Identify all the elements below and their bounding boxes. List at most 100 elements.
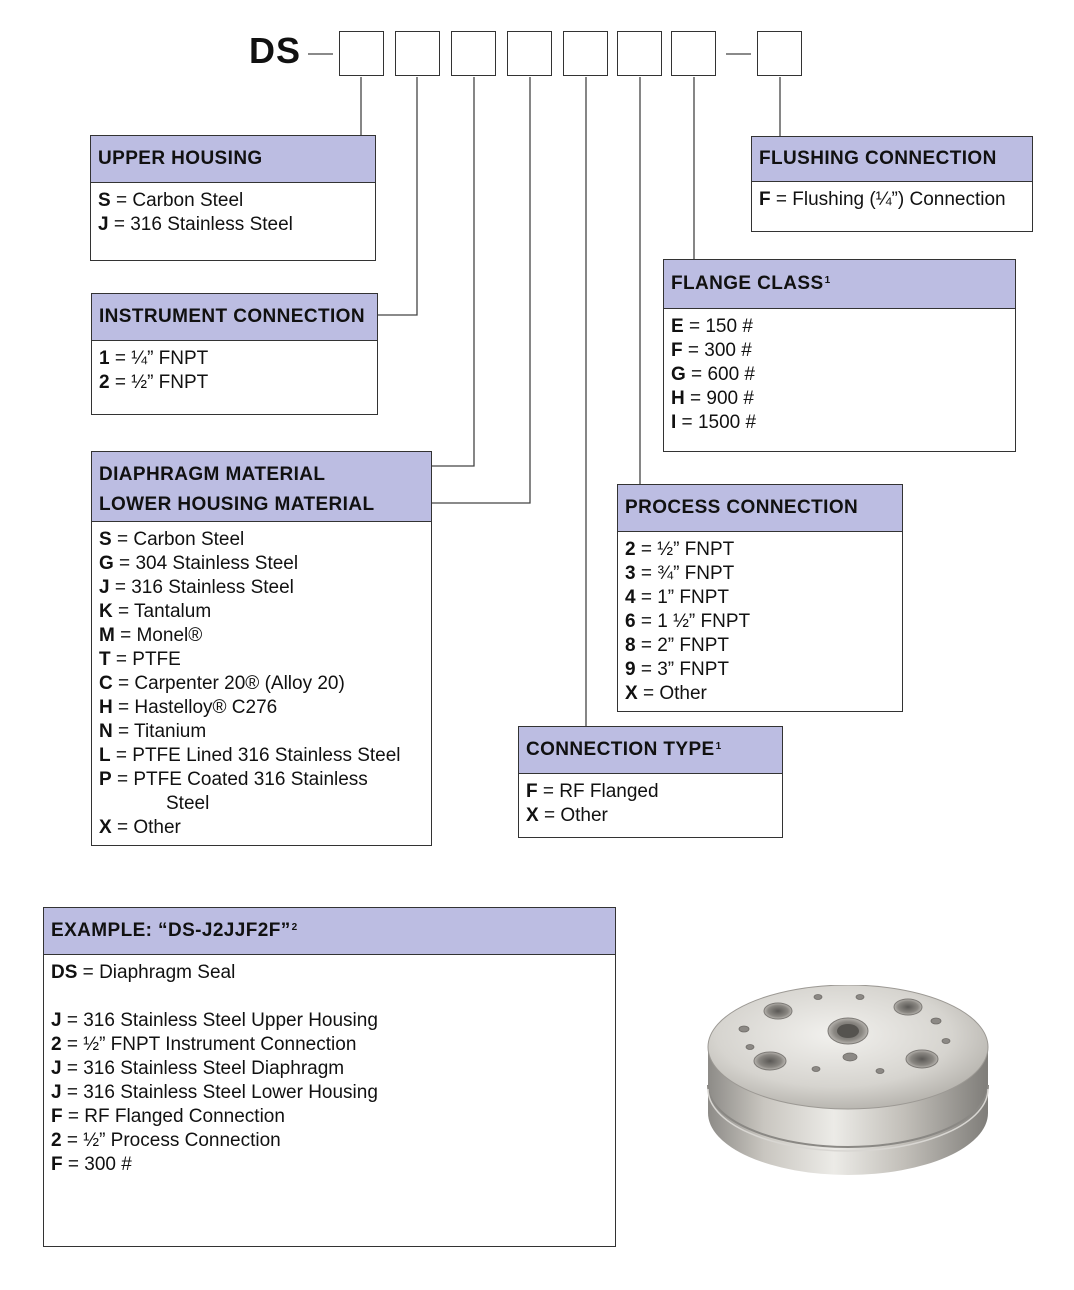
option-code: 2 bbox=[51, 1130, 62, 1151]
option-row: F = Flushing (¼”) Connection bbox=[759, 188, 1025, 212]
option-row: 9 = 3” FNPT bbox=[625, 658, 895, 682]
option-separator: = bbox=[538, 805, 561, 826]
option-text: 2” FNPT bbox=[657, 635, 730, 656]
option-text: PTFE Coated 316 Stainless bbox=[133, 769, 368, 790]
option-code: 2 bbox=[99, 372, 110, 393]
option-separator: = bbox=[61, 1034, 84, 1055]
option-separator: = bbox=[61, 1010, 84, 1031]
option-code: S bbox=[98, 190, 111, 211]
option-code: F bbox=[526, 781, 538, 802]
option-text: RF Flanged bbox=[559, 781, 659, 802]
option-row: P = PTFE Coated 316 Stainless bbox=[99, 768, 424, 792]
option-row: J = 316 Stainless Steel bbox=[99, 576, 424, 600]
option-code: 3 bbox=[625, 563, 636, 584]
option-separator: = bbox=[637, 683, 660, 704]
option-text: ½” FNPT bbox=[657, 539, 735, 560]
option-text: Carbon Steel bbox=[132, 190, 244, 211]
option-separator: = bbox=[62, 1154, 85, 1175]
option-text: Carpenter 20® (Alloy 20) bbox=[134, 673, 345, 694]
option-separator: = bbox=[110, 190, 133, 211]
option-text: 1500 # bbox=[697, 412, 757, 433]
option-code: 2 bbox=[625, 539, 636, 560]
option-row: G = 304 Stainless Steel bbox=[99, 552, 424, 576]
option-text: Hastelloy® C276 bbox=[134, 697, 278, 718]
example-lines: DS = Diaphragm Seal J = 316 Stainless St… bbox=[44, 955, 615, 1177]
code-slot-instrument-connection bbox=[395, 31, 440, 76]
code-slot-process-connection bbox=[617, 31, 662, 76]
option-separator: = bbox=[112, 673, 135, 694]
option-separator: = bbox=[108, 214, 131, 235]
option-row: L = PTFE Lined 316 Stainless Steel bbox=[99, 744, 424, 768]
example-box: EXAMPLE: “DS-J2JJF2F” 2 DS = Diaphragm Se… bbox=[43, 907, 616, 1247]
option-code: K bbox=[99, 601, 113, 622]
option-code: 9 bbox=[625, 659, 636, 680]
option-separator: = bbox=[109, 348, 132, 369]
option-code: X bbox=[526, 805, 539, 826]
option-text: 1” FNPT bbox=[657, 587, 730, 608]
flange-class-title: FLANGE CLASS bbox=[671, 273, 824, 294]
option-code: J bbox=[99, 577, 110, 598]
code-slot-upper-housing bbox=[339, 31, 384, 76]
option-row: S = Carbon Steel bbox=[98, 189, 368, 213]
option-code: G bbox=[99, 553, 114, 574]
option-row: F = 300 # bbox=[51, 1153, 608, 1177]
option-separator: = bbox=[635, 539, 658, 560]
option-code: F bbox=[759, 189, 771, 210]
option-separator: = bbox=[111, 529, 134, 550]
option-code: J bbox=[51, 1010, 62, 1031]
option-code: P bbox=[99, 769, 112, 790]
code-slot-diaphragm-material bbox=[451, 31, 496, 76]
connection-type-footnote: 1 bbox=[715, 740, 722, 752]
option-text: Other bbox=[659, 683, 707, 704]
option-row: X = Other bbox=[99, 816, 424, 840]
option-code: J bbox=[51, 1082, 62, 1103]
option-row: G = 600 # bbox=[671, 363, 1008, 387]
lower-housing-material-title: LOWER HOUSING MATERIAL bbox=[92, 488, 431, 522]
option-separator: = bbox=[676, 412, 698, 433]
option-row: I = 1500 # bbox=[671, 411, 1008, 435]
option-row: M = Monel® bbox=[99, 624, 424, 648]
option-row bbox=[51, 985, 608, 1009]
option-text: Steel bbox=[166, 793, 210, 814]
option-row: E = 150 # bbox=[671, 315, 1008, 339]
option-text: PTFE bbox=[132, 649, 181, 670]
diaphragm-material-title: DIAPHRAGM MATERIAL bbox=[92, 452, 431, 488]
option-row: F = RF Flanged bbox=[526, 780, 775, 804]
option-text: Diaphragm Seal bbox=[99, 962, 236, 983]
option-row: H = 900 # bbox=[671, 387, 1008, 411]
option-row: T = PTFE bbox=[99, 648, 424, 672]
option-code: C bbox=[99, 673, 113, 694]
option-separator: = bbox=[684, 388, 707, 409]
code-slot-flushing-connection bbox=[757, 31, 802, 76]
option-row: X = Other bbox=[625, 682, 895, 706]
option-row: J = 316 Stainless Steel Lower Housing bbox=[51, 1081, 608, 1105]
option-text: 300 # bbox=[704, 340, 752, 361]
flushing-connection-options: F = Flushing (¼”) Connection bbox=[752, 182, 1032, 212]
option-row: 2 = ½” FNPT bbox=[99, 371, 370, 395]
example-title: EXAMPLE: “DS-J2JJF2F” bbox=[51, 920, 291, 941]
diaphragm-seal-photo bbox=[707, 985, 989, 1175]
instrument-connection-title: INSTRUMENT CONNECTION bbox=[92, 294, 377, 341]
option-text: 150 # bbox=[705, 316, 753, 337]
option-text: PTFE Lined 316 Stainless Steel bbox=[132, 745, 401, 766]
option-text: 316 Stainless Steel bbox=[131, 577, 294, 598]
option-separator: = bbox=[61, 1082, 84, 1103]
option-separator: = bbox=[111, 817, 134, 838]
option-row: 6 = 1 ½” FNPT bbox=[625, 610, 895, 634]
flange-class-footnote: 1 bbox=[824, 274, 831, 286]
option-row: 3 = ¾” FNPT bbox=[625, 562, 895, 586]
option-code: I bbox=[671, 412, 677, 433]
option-text: 600 # bbox=[707, 364, 755, 385]
option-text: 316 Stainless Steel Diaphragm bbox=[83, 1058, 345, 1079]
option-separator: = bbox=[110, 649, 133, 670]
option-code: 2 bbox=[51, 1034, 62, 1055]
option-row: 4 = 1” FNPT bbox=[625, 586, 895, 610]
option-row: 2 = ½” Process Connection bbox=[51, 1129, 608, 1153]
